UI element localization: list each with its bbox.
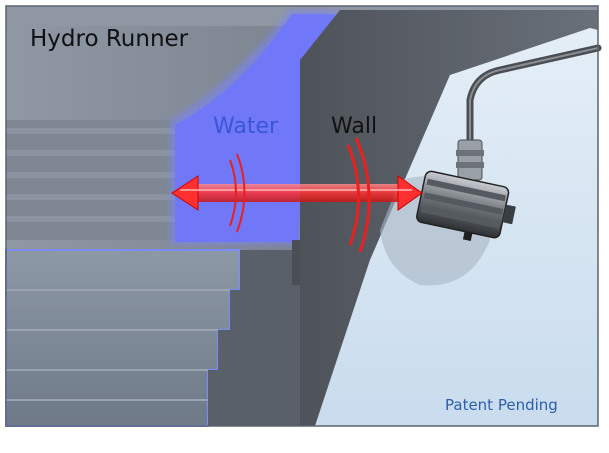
wall-label: Wall (331, 114, 378, 139)
ultrasonic-sensor (416, 170, 516, 242)
wall-wave-arcs (346, 137, 371, 253)
housing-ribs (6, 120, 181, 240)
wall-lip (292, 240, 300, 285)
water-wave-arcs (229, 153, 246, 233)
water-label: Water (213, 114, 279, 139)
frame-border (5, 5, 599, 427)
patent-label: Patent Pending (445, 396, 558, 414)
wall-section (300, 10, 598, 426)
runner-steps (5, 249, 241, 427)
lower-gap (208, 250, 300, 426)
cable-fitting (457, 139, 483, 181)
diagram-title: Hydro Runner (30, 26, 189, 52)
